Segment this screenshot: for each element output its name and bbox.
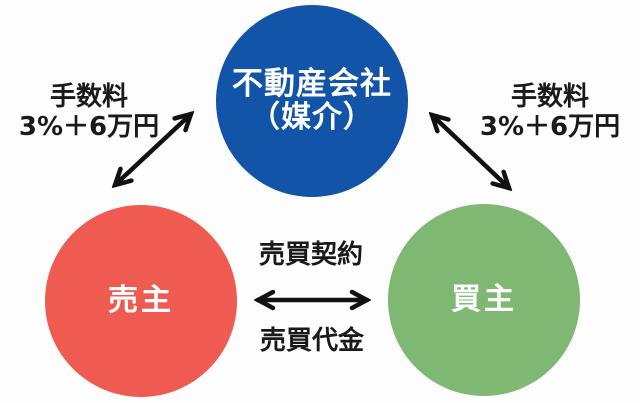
mediator-label-line1: 不動産会社 bbox=[232, 66, 392, 102]
buyer-node: 買主 bbox=[388, 204, 580, 396]
mediator-label-line2: （媒介） bbox=[250, 100, 374, 135]
left-fee-label-line2: 3%＋6万円 bbox=[18, 112, 160, 142]
mediator-node: 不動産会社 （媒介） bbox=[216, 5, 408, 197]
left-fee-label-line1: 手数料 bbox=[49, 82, 128, 112]
left-fee-label: 手数料 3%＋6万円 bbox=[4, 82, 174, 142]
right-fee-label-line2: 3%＋6万円 bbox=[479, 112, 621, 142]
right-fee-label: 手数料 3%＋6万円 bbox=[465, 82, 635, 142]
buyer-label: 買主 bbox=[451, 282, 517, 317]
seller-node: 売主 bbox=[45, 205, 237, 397]
contract-label: 売買契約 bbox=[258, 240, 363, 270]
right-fee-label-line1: 手数料 bbox=[510, 82, 589, 112]
seller-label: 売主 bbox=[108, 283, 174, 318]
payment-label: 売買代金 bbox=[259, 326, 364, 356]
